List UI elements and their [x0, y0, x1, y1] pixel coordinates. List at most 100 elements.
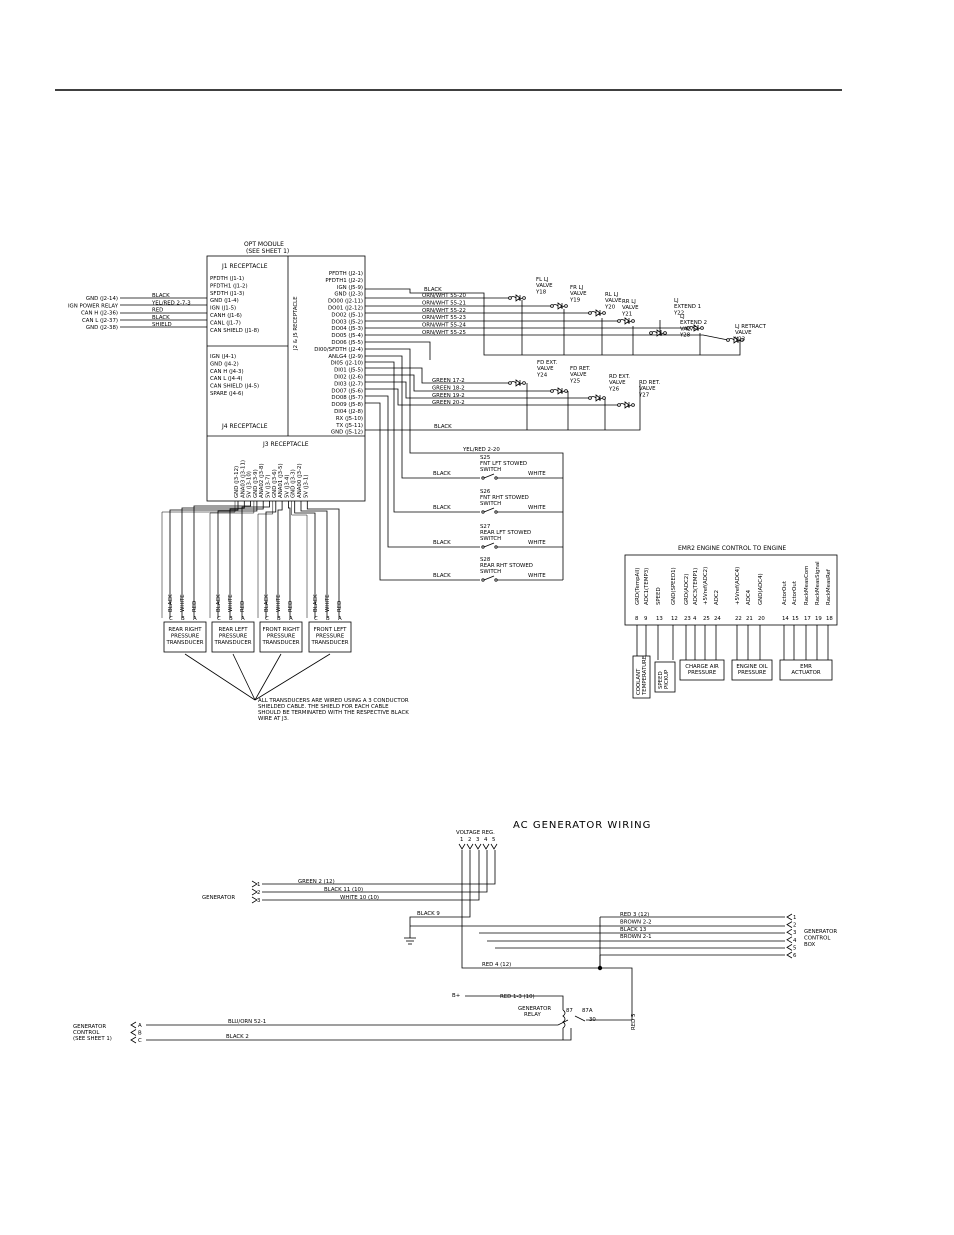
- j1-label: J1 RECEPTACLE: [221, 263, 268, 270]
- j2j5-pin: IGN (J5-9): [337, 285, 363, 291]
- j1-pin: GND (J1-4): [210, 298, 239, 304]
- opt-module-subtitle: (SEE SHEET 1): [246, 248, 289, 255]
- control-box-pin: 6: [793, 953, 797, 959]
- control-pin: C: [138, 1038, 142, 1044]
- switch-symbol: [481, 575, 563, 582]
- valve-label: Y28: [679, 333, 691, 339]
- orange-wire-label: ORN/WHT 55-20: [422, 293, 466, 299]
- valve-label: Y27: [638, 392, 649, 398]
- regulator-pin: 2: [468, 837, 471, 843]
- j1-pin: SFDTH (J1-3): [210, 291, 244, 297]
- j2j5-pin: DO00 (J2-11): [328, 299, 363, 305]
- transducer-pin: A: [338, 616, 342, 622]
- j2j5-pin: DO08 (J5-7): [331, 395, 363, 401]
- emr2-signal: RackMeasCom: [804, 566, 810, 605]
- orange-wire-label: ORN/WHT 55-24: [422, 323, 466, 329]
- j3-pin: ANA03 (J3-11): [240, 460, 246, 498]
- emr2-pin: 18: [826, 616, 833, 622]
- switch-right-wire: WHITE: [528, 573, 546, 579]
- j2j5-pin: DI01 (J5-5): [334, 368, 363, 374]
- j3-pin: GND (J3-12): [234, 466, 240, 498]
- relay-label-1: GENERATOR: [518, 1006, 551, 1012]
- emr2-signal: GRD(ADC2): [684, 574, 690, 605]
- switch-symbol: [481, 507, 563, 514]
- j1-pin: CANH (J1-6): [210, 313, 242, 319]
- emr2-pin: 13: [656, 616, 663, 622]
- transducer-note: SHOULD BE TERMINATED WITH THE RESPECTIVE…: [258, 710, 409, 716]
- j1-pin: CAN SHIELD (J1-8): [210, 328, 259, 334]
- j2j5-pin: DO05 (J5-4): [331, 333, 363, 339]
- valve-label: VALVE: [605, 298, 622, 304]
- emr2-signal: +5Vref(ADC2): [703, 567, 709, 605]
- solenoid-valve: [550, 387, 568, 395]
- control-label-2: CONTROL: [73, 1030, 99, 1036]
- left-input-wire: RED: [152, 308, 163, 314]
- left-input-label: IGN POWER RELAY: [68, 303, 119, 309]
- switch-symbol: [481, 542, 563, 549]
- valve-label: Y21: [621, 311, 632, 317]
- emr2-pin: 14: [782, 616, 789, 622]
- transducer-wire-color: RED: [288, 601, 294, 612]
- transducer-pin: B: [181, 616, 185, 622]
- emr2-signal: GRD(TempAll): [635, 568, 641, 605]
- control-wire-2: BLACK 2: [226, 1034, 249, 1040]
- control-box-label: BOX: [804, 942, 816, 948]
- valve-label: VALVE: [622, 305, 639, 311]
- transducer-wire-color: BLACK: [168, 594, 174, 612]
- green-wire-label: GREEN 19-2: [432, 393, 465, 399]
- j2j5-pin: GND (J5-12): [331, 430, 363, 436]
- emr2-pin: 20: [758, 616, 765, 622]
- j2j5-pin: GND (J2-3): [334, 292, 363, 298]
- emr2-signal: RackMeasRef: [826, 569, 832, 605]
- transducer-wire-color: BLACK: [264, 594, 270, 612]
- j3-pin: ANA02 (J3-8): [259, 463, 265, 498]
- j2j5-pin: DO07 (J5-6): [331, 388, 363, 394]
- box-wire-label: BLACK 13: [620, 927, 646, 933]
- emr2-pin: 23: [684, 616, 691, 622]
- transducer-pin: C: [314, 616, 318, 622]
- valve-label: VALVE: [536, 283, 553, 289]
- regulator-pin: 4: [484, 837, 488, 843]
- transducer-name: FRONT LEFT: [314, 627, 348, 633]
- valve-label: Y18: [535, 289, 547, 295]
- switch-id: S27: [480, 524, 490, 530]
- opt-module: OPT MODULE (SEE SHEET 1) J1 RECEPTACLE P…: [206, 241, 366, 502]
- regulator-pin: 5: [492, 837, 495, 843]
- j1-pin: PFDTH (J1-1): [210, 276, 244, 282]
- emr2-pin: 8: [635, 616, 639, 622]
- valve-label: Y19: [569, 297, 581, 303]
- emr2-sensor-label: SPEED: [658, 671, 664, 689]
- left-input-wire: YEL/RED 2-7-3: [151, 300, 191, 306]
- j2j5-pin: DO02 (J5-1): [331, 312, 363, 318]
- j3-label: J3 RECEPTACLE: [262, 441, 309, 448]
- j1-pin: PFDTH1 (J1-2): [210, 283, 248, 289]
- j2j5-pin: DI03 (J2-7): [334, 381, 363, 387]
- wire-black-mid: BLACK: [434, 424, 452, 430]
- transducer-pin: A: [289, 616, 293, 622]
- valve-label: VALVE: [680, 326, 697, 332]
- green-wire-label: GREEN 17-2: [432, 378, 465, 384]
- transducer-name: TRANSDUCER: [166, 640, 204, 646]
- control-label-3: (SEE SHEET 1): [73, 1036, 112, 1042]
- switch-right-wire: WHITE: [528, 471, 546, 477]
- switch-left-wire: BLACK: [433, 573, 451, 579]
- left-input-label: GND (J2-14): [86, 296, 118, 302]
- switch-id: S28: [480, 557, 491, 563]
- j2j5-pin: DO04 (J5-3): [331, 326, 363, 332]
- transducer-name: PRESSURE: [219, 634, 248, 640]
- emr2-signal: GND(SPEED1): [671, 567, 677, 605]
- control-box-label: GENERATOR: [804, 929, 837, 935]
- solenoid-valve: [508, 294, 526, 302]
- transducer-pin: B: [277, 616, 281, 622]
- valve-label: VALVE: [570, 372, 587, 378]
- valve-label: VALVE: [570, 291, 587, 297]
- valve-label: EXTEND 2: [680, 320, 707, 326]
- relay-pin-87a: 87A: [582, 1008, 593, 1014]
- emr2-sensor-label: PICKUP: [664, 669, 670, 689]
- j1-pin-list: PFDTH (J1-1)PFDTH1 (J1-2) SFDTH (J1-3)GND…: [210, 276, 259, 334]
